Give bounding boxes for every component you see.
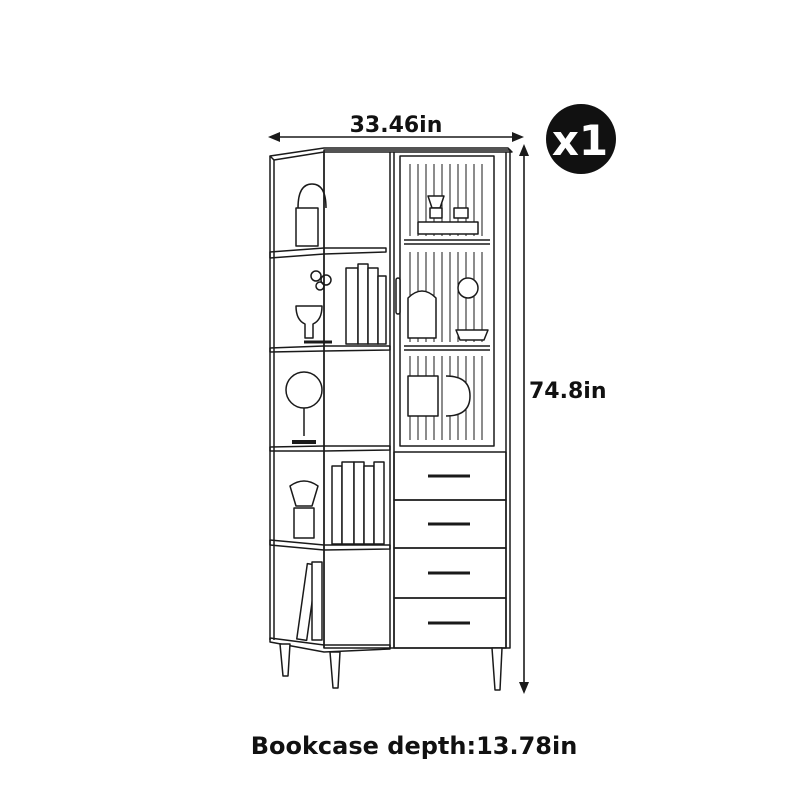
width-label: 33.46in [350, 113, 443, 138]
height-dimension: 74.8in [519, 144, 606, 694]
height-label: 74.8in [529, 379, 606, 404]
quantity-label: x1 [552, 116, 608, 165]
glass-shelf-decor [407, 195, 489, 417]
quantity-badge: x1 [546, 104, 616, 174]
depth-caption: Bookcase depth:13.78in [251, 732, 578, 760]
drawers [393, 451, 507, 649]
width-dimension: 33.46in [268, 113, 524, 142]
bookcase-illustration [269, 147, 513, 691]
left-shelf-decor [285, 183, 387, 642]
legs [279, 643, 503, 691]
door-handle [395, 277, 401, 315]
